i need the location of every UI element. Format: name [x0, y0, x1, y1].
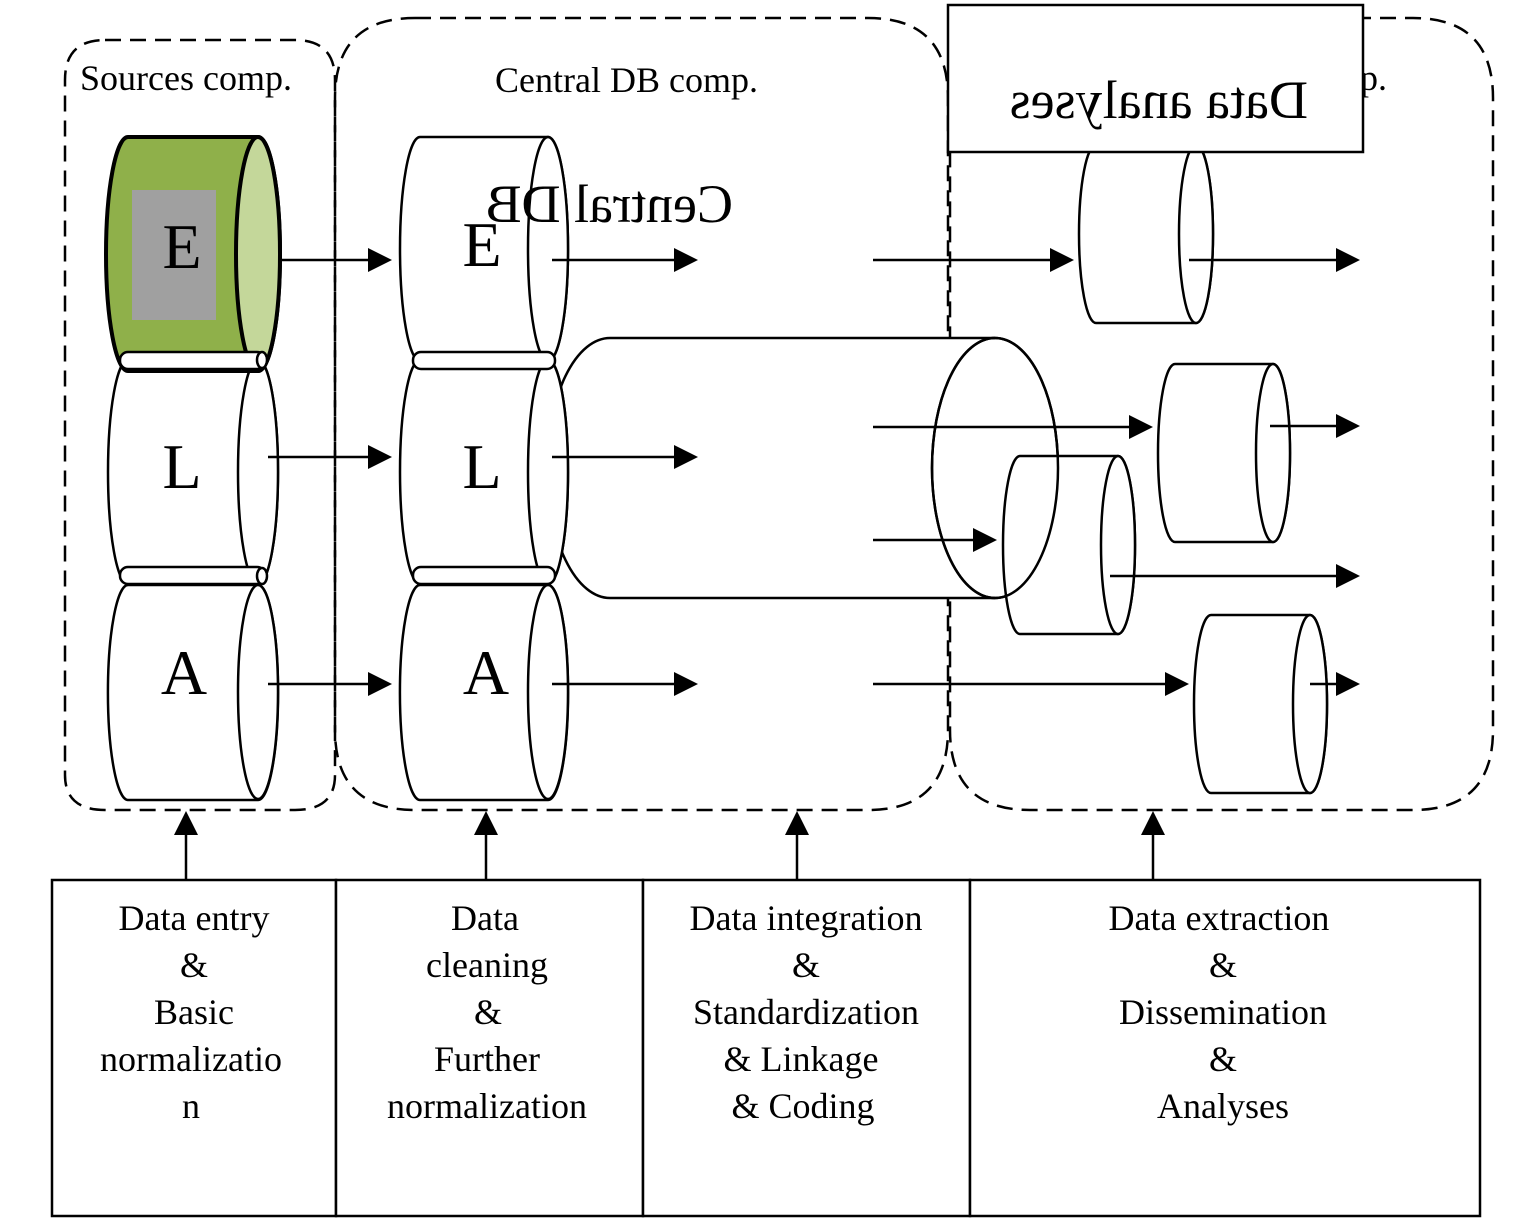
stage-1-line-2: & [180, 945, 208, 985]
stage-4-line-4: & [1209, 1039, 1237, 1079]
stage-3-text: Data integration & Standardization & Lin… [690, 898, 923, 1126]
stage-1-line-3: Basic [154, 992, 234, 1032]
source-cylinder-a-letter: A [161, 637, 207, 708]
sources-component-label: Sources comp. [80, 58, 292, 98]
stage-4-line-3: Dissemination [1119, 992, 1327, 1032]
stage-boxes [50, 878, 1482, 1218]
stage-1-line-1: Data entry [119, 898, 270, 938]
stage-4-line-5: Analyses [1157, 1086, 1289, 1126]
source-cylinder-e-label-bg [132, 190, 216, 320]
stage-3-line-3: Standardization [693, 992, 919, 1032]
stage-4-text: Data extraction & Dissemination & Analys… [1109, 898, 1330, 1126]
central-linkage-cylinder [545, 336, 1060, 600]
stage-box-2 [334, 878, 645, 1218]
source-cylinder-l [106, 358, 280, 586]
stage-box-4 [968, 878, 1482, 1218]
analysis-component-label-partial: p. [1360, 58, 1387, 98]
stage-3-line-5: & Coding [731, 1086, 874, 1126]
central-cylinder-e [398, 135, 570, 363]
source-cylinder-e-cap [234, 135, 282, 373]
central-db-component-container [333, 16, 950, 812]
stage-4-line-1: Data extraction [1109, 898, 1330, 938]
flow-arrows [268, 248, 1360, 696]
analysis-cylinder-1 [1077, 143, 1215, 325]
stage-arrows [174, 811, 1165, 880]
central-cylinder-a [398, 583, 570, 802]
central-cylinder-l-letter: L [462, 431, 501, 502]
stage-2-text: Data cleaning & Further normalization [387, 898, 587, 1126]
stage-2-line-3: & [474, 992, 502, 1032]
stage-3-line-4: & Linkage [724, 1039, 879, 1079]
source-ridge-2 [118, 565, 267, 586]
stage-1-line-4: normalizatio [100, 1039, 282, 1079]
source-cylinder-e-highlighted [104, 135, 282, 373]
stage-2-line-1: Data [451, 898, 519, 938]
analysis-cylinder-3 [1001, 454, 1137, 636]
sources-component-container [63, 38, 337, 812]
stage-box-3 [641, 878, 972, 1218]
central-db-mirrored-label: Central DB [486, 174, 733, 234]
central-db-component-label: Central DB comp. [495, 60, 758, 100]
stage-4-line-2: & [1209, 945, 1237, 985]
stage-3-line-2: & [792, 945, 820, 985]
data-analyses-mirrored-label: Data analyses [1010, 70, 1308, 130]
stage-2-line-5: normalization [387, 1086, 587, 1126]
stage-2-line-4: Further [434, 1039, 540, 1079]
data-analyses-box [946, 3, 1365, 154]
central-cylinder-a-letter: A [463, 637, 509, 708]
source-cylinder-a [106, 583, 280, 802]
stage-2-line-2: cleaning [426, 945, 548, 985]
stage-1-line-5: n [182, 1086, 200, 1126]
stage-3-line-1: Data integration [690, 898, 923, 938]
central-ridge-1 [411, 350, 557, 371]
source-ridge-1 [118, 350, 267, 371]
stage-box-1 [50, 878, 338, 1218]
source-cylinder-e-letter: E [162, 211, 201, 282]
analysis-cylinder-2 [1156, 362, 1292, 544]
central-linkage-cylinder-cap [930, 336, 1060, 600]
stage-1-text: Data entry & Basic normalizatio n [100, 898, 282, 1126]
central-ridge-2 [411, 565, 557, 586]
analysis-cylinder-4 [1192, 613, 1329, 795]
source-cylinder-l-letter: L [162, 431, 201, 502]
central-cylinder-e-letter: E [462, 209, 501, 280]
